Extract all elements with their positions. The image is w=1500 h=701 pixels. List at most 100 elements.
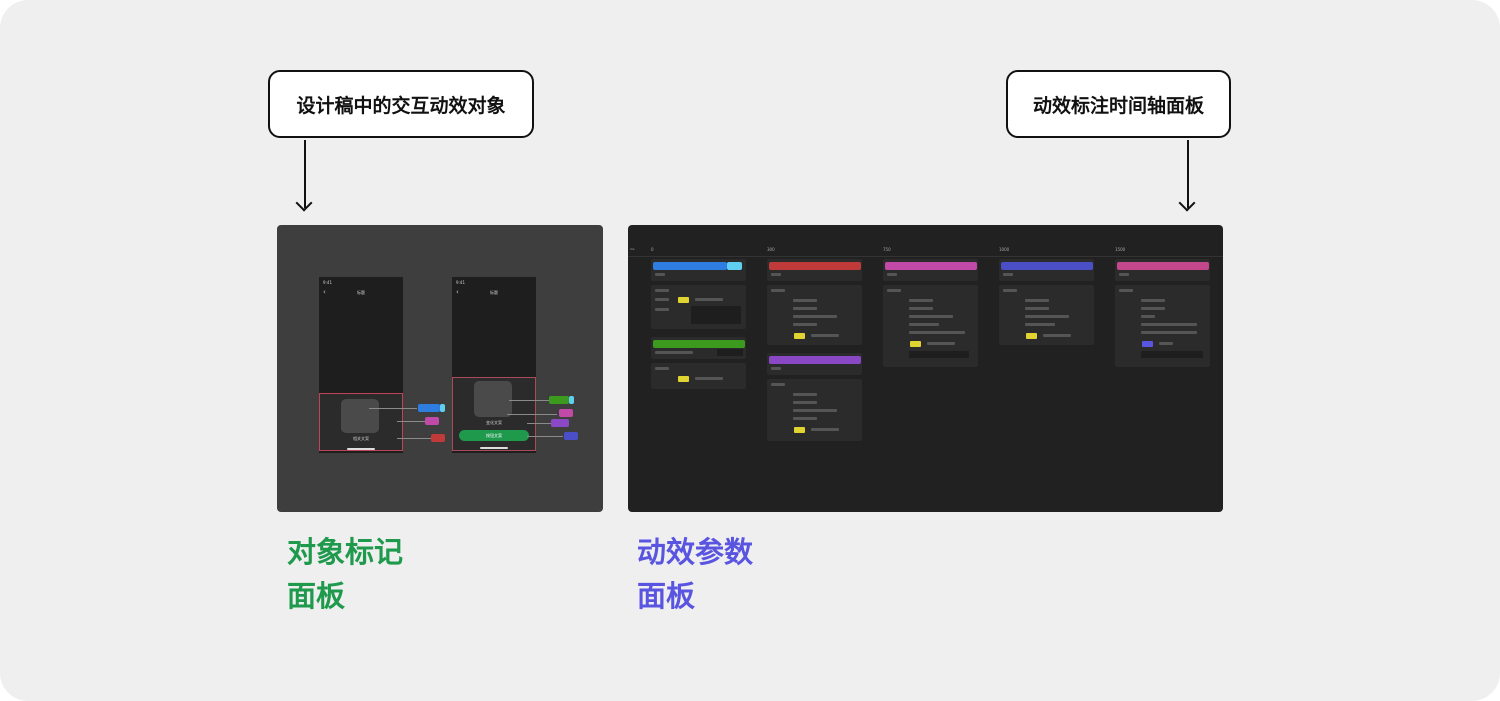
trigger-badge (794, 333, 805, 339)
connector-line (507, 414, 557, 415)
param-line (811, 334, 839, 337)
param-line (909, 299, 933, 302)
object-panel-label-line1: 对象标记 (287, 535, 404, 569)
trigger-badge (910, 341, 921, 347)
sheet-caption: 相关文案 (353, 436, 369, 441)
phone-mockup-left: 9:41 ‹ 标题 相关文案 (319, 277, 403, 453)
track-chip-red[interactable] (769, 262, 861, 270)
ruler-tick: 750 (883, 247, 891, 252)
note-box (909, 351, 969, 358)
param-line (655, 367, 669, 370)
nav-title: 标题 (490, 290, 498, 295)
home-indicator (480, 447, 508, 449)
track-label (655, 273, 665, 276)
connector-line (397, 421, 425, 422)
track-card[interactable] (767, 259, 862, 281)
track-card[interactable] (883, 259, 978, 281)
note-box (1141, 351, 1203, 358)
sheet-caption: 变化文案 (486, 420, 502, 425)
track-card[interactable] (999, 259, 1094, 281)
timeline-ruler: ms 0 300 750 1000 1500 (628, 244, 1223, 257)
params-card (651, 363, 746, 389)
track-chip-blue[interactable] (653, 262, 727, 270)
tag-green[interactable] (549, 396, 569, 404)
track-card[interactable] (767, 353, 862, 375)
callout-timeline: 动效标注时间轴面板 (1006, 70, 1231, 138)
param-line (909, 307, 933, 310)
tag-red[interactable] (431, 434, 445, 442)
download-button[interactable] (717, 349, 743, 356)
track-chip-indigo[interactable] (1001, 262, 1093, 270)
connector-line (509, 400, 549, 401)
param-line (1141, 323, 1197, 326)
params-card (767, 379, 862, 441)
trigger-badge (678, 376, 689, 382)
param-line (1141, 331, 1197, 334)
ruler-tick: 0 (651, 247, 654, 252)
track-chip-pink[interactable] (885, 262, 977, 270)
tag-pink[interactable] (559, 409, 573, 417)
param-line (793, 307, 817, 310)
param-line (1025, 315, 1069, 318)
anim-panel-label-line2: 面板 (637, 579, 696, 613)
callout-timeline-text: 动效标注时间轴面板 (1032, 94, 1204, 117)
param-line (1159, 342, 1173, 345)
object-panel-label: 对象标记 面板 (287, 530, 403, 618)
param-line (771, 289, 785, 292)
track-card[interactable] (651, 259, 746, 281)
track-card[interactable] (651, 337, 746, 359)
param-line (695, 298, 723, 301)
tag-purple[interactable] (551, 419, 569, 427)
track-chip-purple[interactable] (769, 356, 861, 364)
trigger-badge (1026, 333, 1037, 339)
param-line (909, 315, 953, 318)
param-line (811, 428, 839, 431)
param-line (909, 323, 939, 326)
track-card[interactable] (1115, 259, 1210, 281)
param-line (1119, 289, 1133, 292)
params-card (999, 285, 1094, 345)
param-line (1025, 307, 1049, 310)
param-line (793, 323, 817, 326)
back-chevron-icon: ‹ (323, 288, 326, 296)
status-time: 9:41 (456, 280, 465, 285)
tag-indigo[interactable] (564, 432, 578, 440)
trigger-badge (794, 427, 805, 433)
object-panel-label-line2: 面板 (287, 579, 346, 613)
param-line (1043, 334, 1071, 337)
param-line (793, 417, 817, 420)
connector-line (397, 438, 431, 439)
param-line (655, 308, 669, 311)
param-line (887, 289, 901, 292)
home-indicator (347, 448, 375, 450)
param-line (1025, 323, 1055, 326)
tag-cyan[interactable] (440, 404, 445, 412)
anim-panel-label: 动效参数 面板 (637, 530, 753, 618)
track-label (771, 367, 781, 370)
param-line (793, 401, 817, 404)
anim-panel-label-line1: 动效参数 (637, 535, 754, 569)
param-line (909, 331, 965, 334)
track-chip-green[interactable] (653, 340, 745, 348)
param-line (1141, 299, 1165, 302)
tag-blue[interactable] (418, 404, 440, 412)
bottom-sheet[interactable]: 相关文案 (319, 393, 403, 451)
phone-mockup-right: 9:41 ‹ 标题 变化文案 按钮文案 (452, 277, 536, 453)
param-line (655, 298, 669, 301)
param-line (793, 393, 817, 396)
tag-cyan[interactable] (569, 396, 574, 404)
primary-button[interactable]: 按钮文案 (459, 430, 529, 441)
thumbnail (341, 399, 379, 433)
param-line (793, 315, 837, 318)
param-line (1141, 315, 1155, 318)
params-card (651, 285, 746, 329)
track-chip-magenta[interactable] (1117, 262, 1209, 270)
connector-line (369, 408, 417, 409)
param-line (771, 383, 785, 386)
callout-object: 设计稿中的交互动效对象 (268, 70, 534, 138)
track-chip-cyan[interactable] (727, 262, 742, 270)
ruler-tick: 1500 (1115, 247, 1126, 252)
object-marking-panel: 9:41 ‹ 标题 相关文案 9:41 ‹ 标题 变化文案 按钮文案 (277, 225, 603, 512)
tag-pink[interactable] (425, 417, 439, 425)
note-box (691, 306, 741, 324)
